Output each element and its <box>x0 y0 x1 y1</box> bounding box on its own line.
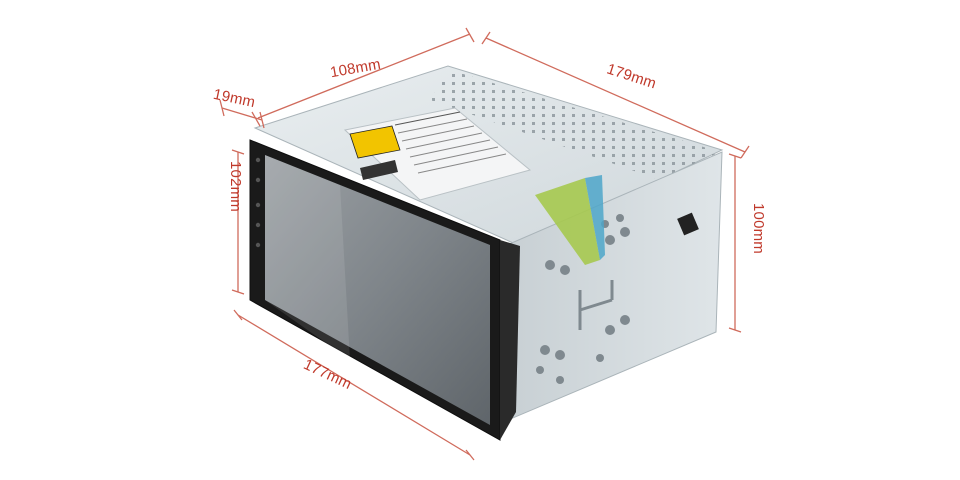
side-buttons <box>255 157 261 248</box>
dimension-lines <box>219 27 750 461</box>
dimension-front-height: 102mm <box>227 160 245 213</box>
dimension-side-height: 100mm <box>750 202 768 255</box>
screen <box>265 155 490 425</box>
ribbon-cable <box>535 178 600 265</box>
vent-grid <box>430 70 720 180</box>
mounting-holes <box>536 214 630 384</box>
